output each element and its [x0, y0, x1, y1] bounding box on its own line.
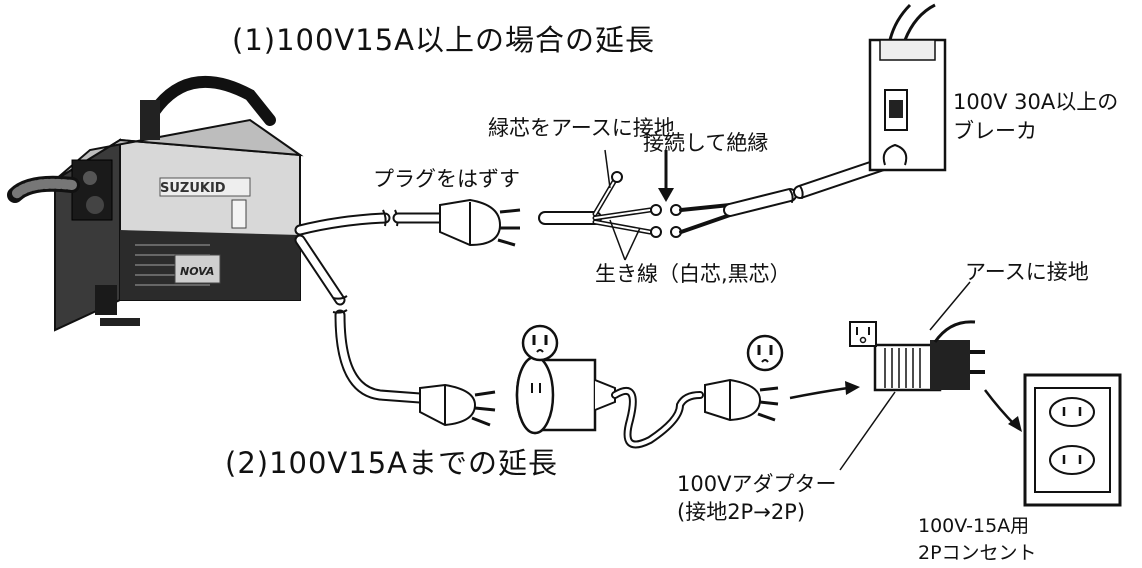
adapter-2p — [873, 281, 985, 392]
welder-machine — [7, 75, 304, 332]
arrow-to-outlet — [984, 389, 1022, 432]
welder-plug-case2 — [419, 383, 496, 427]
heading-case2: (2)100V15Aまでの延長 — [225, 446, 559, 480]
grounded-outlet-face-icon — [521, 324, 559, 362]
extension-socket — [515, 355, 616, 435]
circuit-breaker — [868, 3, 947, 172]
label-breaker: 100V 30A以上の ブレーカ — [953, 90, 1119, 144]
outlet-small-icon — [849, 321, 877, 347]
extension-plug — [704, 378, 779, 422]
label-outlet: 100V-15A用 2Pコンセント — [918, 515, 1037, 564]
label-connect-insulate: 接続して絶縁 — [643, 131, 769, 155]
welder-brand-text: SUZUKID — [160, 181, 226, 196]
welder-power-cable — [294, 212, 426, 404]
wall-outlet-2p — [1023, 373, 1122, 507]
label-adapter-ground: アースに接地 — [965, 260, 1089, 284]
heading-case1: (1)100V15A以上の場合の延長 — [232, 23, 656, 57]
label-remove-plug: プラグをはずす — [373, 167, 520, 191]
connect-arrow — [658, 150, 674, 202]
label-ground-green: 緑芯をアースに接地 — [488, 116, 675, 140]
welder-model-text: NOVA — [180, 265, 214, 278]
wire-terminals — [611, 171, 682, 238]
label-live-wires: 生き線（白芯,黒芯） — [595, 262, 791, 286]
live-wire-pointers — [604, 149, 641, 261]
removed-plug — [392, 198, 521, 247]
label-adapter: 100Vアダプター (接地2P→2P) — [677, 472, 837, 525]
arrow-to-adapter — [789, 381, 860, 400]
grounded-plug-face-icon — [746, 334, 784, 372]
stripped-cable — [538, 177, 653, 235]
